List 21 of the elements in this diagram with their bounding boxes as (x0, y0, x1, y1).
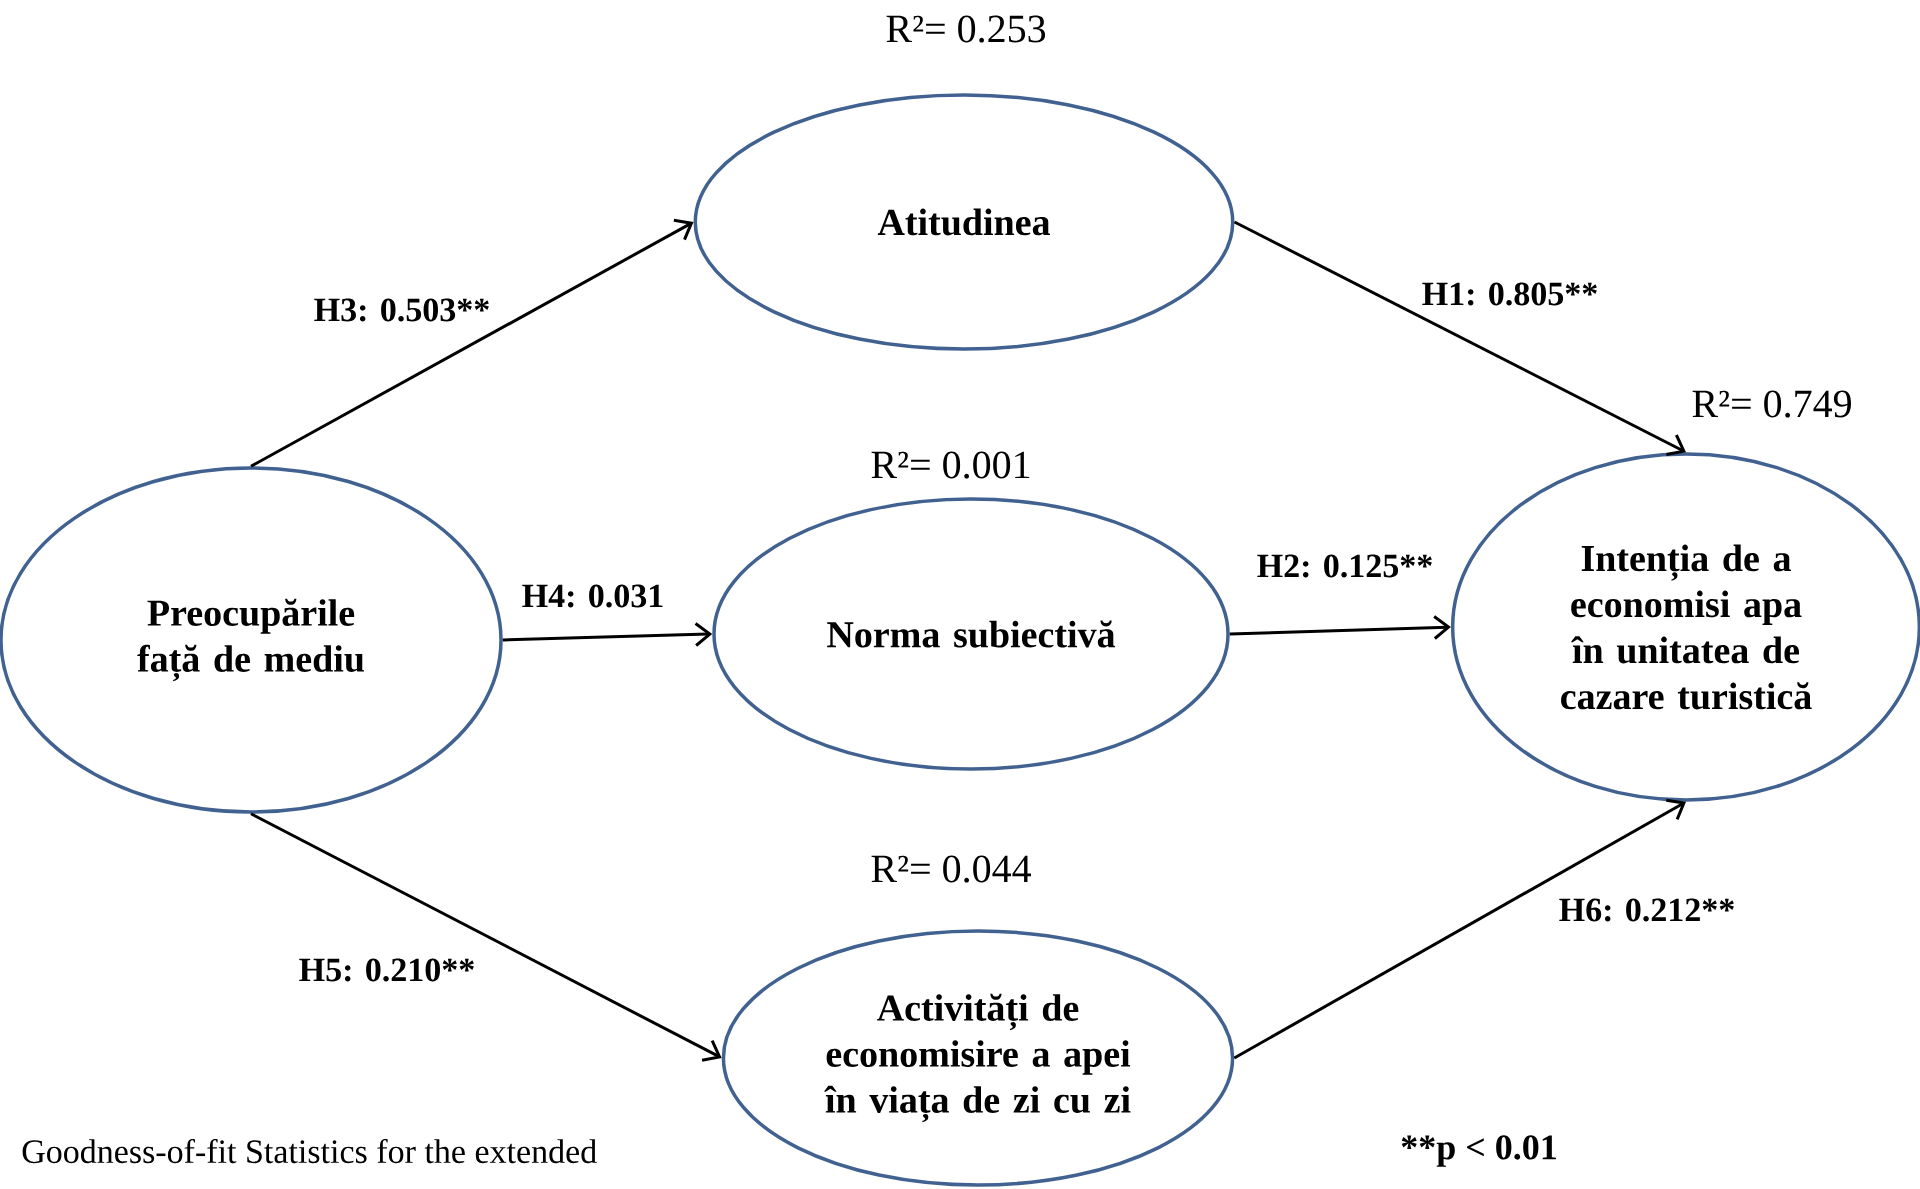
edge-label: H3: 0.503** (311, 296, 493, 324)
arrow (250, 812, 722, 1062)
edge-label: H2: 0.125** (1254, 552, 1436, 580)
r-squared-label: R²= 0.044 (871, 855, 1031, 883)
edge-label: H4: 0.031 (519, 582, 667, 610)
arrow (1233, 798, 1687, 1060)
edge-label: H5: 0.210** (296, 956, 478, 984)
arrow (1233, 220, 1686, 457)
r-squared-label: R²= 0.253 (886, 15, 1046, 43)
ellipse-node: Activități de economisire a apei în viața de zi cu zi (721, 929, 1235, 1187)
edge-label: H6: 0.212** (1556, 896, 1738, 924)
arrow (250, 218, 694, 468)
edge-label: H1: 0.805** (1419, 280, 1601, 308)
r-squared-label: R²= 0.001 (871, 451, 1030, 479)
r-squared-label: R²= 0.749 (1692, 390, 1851, 418)
ellipse-node: Atitudinea (693, 93, 1235, 351)
ellipse-node: Norma subiectivă (712, 497, 1230, 771)
arrow (502, 622, 713, 647)
arrow (1229, 615, 1451, 640)
significance-note: **p < 0.01 (1401, 1135, 1556, 1167)
note-text: Goodness-of-fit Statistics for the extended (22, 1138, 597, 1164)
